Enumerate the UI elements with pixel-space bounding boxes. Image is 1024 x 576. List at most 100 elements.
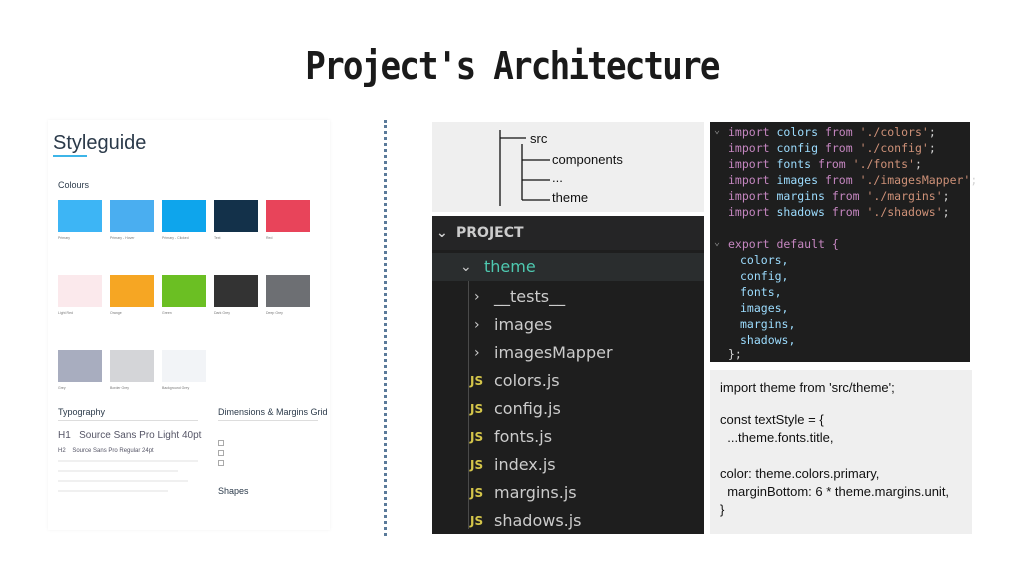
file-label: index.js [494,455,556,474]
tree-item-theme: theme [552,190,589,205]
tree-item-components: components [552,152,623,167]
file-config[interactable]: JS config.js [432,395,704,423]
js-file-icon: JS [470,374,484,388]
usage-line: } [720,502,725,517]
file-colors[interactable]: JS colors.js [432,367,704,395]
swatch-label: Deep Grey [266,311,283,315]
colours-heading: Colours [58,180,90,190]
shapes-heading: Shapes [218,486,249,496]
usage-line: ...theme.fonts.title, [720,430,834,445]
file-margins[interactable]: JS margins.js [432,479,704,507]
folder-tests[interactable]: › __tests__ [432,283,704,311]
chevron-right-icon: › [474,289,480,305]
folder-theme[interactable]: ⌄ theme [432,253,704,281]
explorer-header[interactable]: ⌄ PROJECT [432,216,704,250]
typo-sample-line [58,470,178,472]
export-item: margins, [740,317,796,331]
typo-h1: H1 Source Sans Pro Light 40pt [58,430,201,441]
export-item: images, [740,301,789,315]
typo-sample: Source Sans Pro Regular 24pt [72,448,154,454]
file-label: shadows.js [494,511,582,530]
colour-swatch [214,275,258,307]
colour-swatch [58,200,102,232]
explorer-title: PROJECT [456,225,524,241]
usage-line: color: theme.colors.primary, [720,466,880,481]
swatch-label: Primary - Hover [110,236,135,240]
typography-heading: Typography [58,407,106,417]
swatch-label: Grey [58,386,66,390]
indent-guide [468,281,469,529]
file-label: margins.js [494,483,577,502]
colour-swatch [266,200,310,232]
checkbox-icon [218,440,224,446]
divider [218,420,318,421]
import-line: import fonts from './fonts'; [728,157,922,171]
tree-item-ellipsis: ... [552,170,563,185]
colour-swatch [110,350,154,382]
js-file-icon: JS [470,402,484,416]
import-line: import colors from './colors'; [728,125,936,139]
swatch-label: Light Red [58,311,73,315]
chevron-down-icon: ⌄ [460,259,472,275]
usage-line: import theme from 'src/theme'; [720,380,895,395]
export-line: export default { [728,237,839,251]
swatch-label: Orange [110,311,122,315]
usage-line: marginBottom: 6 * theme.margins.unit, [720,484,950,499]
colour-swatch [110,275,154,307]
swatch-label: Primary - Clicked [162,236,189,240]
export-item: colors, [740,253,789,267]
fold-chevron-icon[interactable]: ⌄ [714,237,721,248]
file-fonts[interactable]: JS fonts.js [432,423,704,451]
colour-swatch [58,350,102,382]
colour-swatch [110,200,154,232]
folder-label: theme [484,257,536,276]
file-shadows[interactable]: JS shadows.js [432,507,704,535]
typo-sample: Source Sans Pro Light 40pt [79,430,202,441]
js-file-icon: JS [470,486,484,500]
tree-item-src: src [530,131,548,146]
swatch-label: Green [162,311,172,315]
typo-sample-line [58,490,168,492]
folder-imagesmapper[interactable]: › imagesMapper [432,339,704,367]
code-editor: ⌄ import colors from './colors'; import … [710,122,977,362]
fold-chevron-icon[interactable]: ⌄ [714,125,721,136]
typo-h2: H2 Source Sans Pro Regular 24pt [58,448,154,454]
typo-tag: H2 [58,448,66,454]
folder-tree: src components ... theme [432,122,704,212]
typo-sample-line [58,480,188,482]
import-line: import images from './imagesMapper'; [728,173,978,187]
js-file-icon: JS [470,514,484,528]
swatch-label: Red [266,236,273,240]
typo-sample-line [58,460,198,462]
usage-snippet: import theme from 'src/theme'; const tex… [710,370,972,534]
colour-swatch [58,275,102,307]
import-line: import shadows from './shadows'; [728,205,950,219]
export-item: config, [740,269,789,283]
checkbox-icon [218,460,224,466]
typo-tag: H1 [58,430,71,441]
file-explorer: ⌄ PROJECT ⌄ theme › __tests__ › images ›… [432,216,704,534]
file-index[interactable]: JS index.js [432,451,704,479]
file-label: colors.js [494,371,560,390]
file-label: fonts.js [494,427,553,446]
js-file-icon: JS [470,458,484,472]
colour-swatch [266,275,310,307]
dotted-divider [384,120,387,536]
folder-label: imagesMapper [494,343,613,362]
chevron-right-icon: › [474,317,480,333]
swatch-label: Background Grey [162,386,190,390]
folder-images[interactable]: › images [432,311,704,339]
colour-swatch [214,200,258,232]
js-file-icon: JS [470,430,484,444]
colour-swatch [162,350,206,382]
colour-swatch [162,200,206,232]
dimensions-heading: Dimensions & Margins Grid [218,407,328,417]
folder-label: images [494,315,553,334]
colour-swatch [162,275,206,307]
divider [58,420,198,421]
import-line: import margins from './margins'; [728,189,950,203]
closing-line: }; [728,347,742,361]
tree-lines [499,130,550,206]
checkbox-icon [218,450,224,456]
